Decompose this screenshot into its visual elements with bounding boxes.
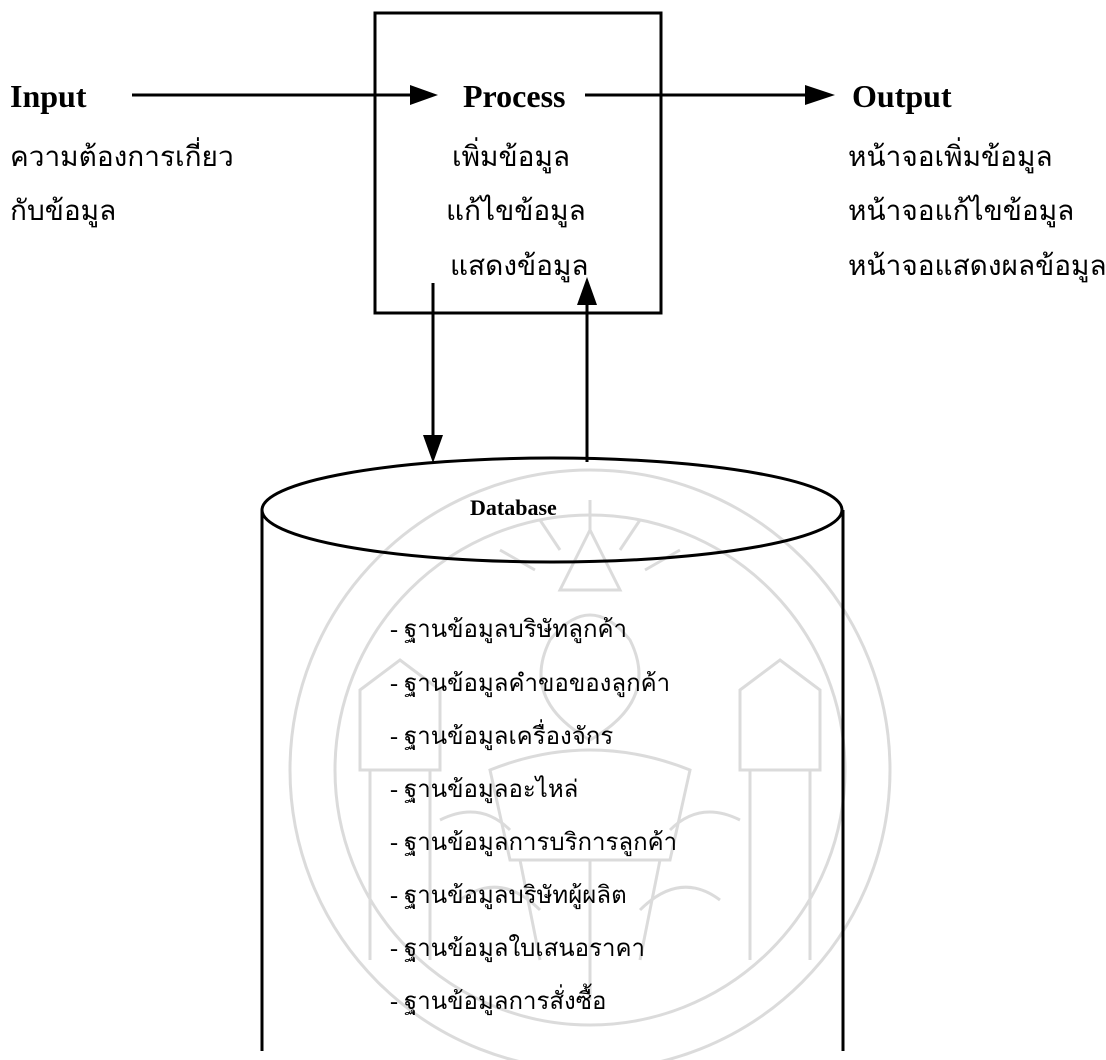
database-item: - ฐานข้อมูลเครื่องจักร (390, 724, 614, 750)
input-line-1: ความต้องการเกี่ยว (10, 142, 234, 173)
database-item: - ฐานข้อมูลใบเสนอราคา (390, 936, 645, 962)
process-to-output-arrow (585, 85, 835, 105)
input-to-process-arrow (132, 85, 438, 105)
process-line-3: แสดงข้อมูล (450, 251, 589, 282)
database-item: - ฐานข้อมูลคำขอของลูกค้า (390, 671, 671, 697)
watermark-seal (288, 468, 892, 1060)
process-to-database-arrow (423, 283, 443, 463)
database-item: - ฐานข้อมูลการบริการลูกค้า (390, 830, 678, 856)
output-line-3: หน้าจอแสดงผลข้อมูล (848, 251, 1106, 282)
process-line-1: เพิ่มข้อมูล (452, 142, 571, 173)
database-title: Database (470, 495, 557, 520)
database-cylinder (260, 456, 845, 1051)
database-item: - ฐานข้อมูลบริษัทลูกค้า (390, 617, 627, 643)
database-item: - ฐานข้อมูลการสั่งซื้อ (390, 989, 607, 1015)
database-item: - ฐานข้อมูลบริษัทผู้ผลิต (390, 883, 627, 909)
database-to-process-arrow (577, 277, 597, 462)
process-box (373, 11, 663, 315)
input-line-2: กับข้อมูล (10, 196, 117, 227)
output-line-1: หน้าจอเพิ่มข้อมูล (848, 142, 1053, 173)
input-title: Input (10, 78, 87, 114)
process-title: Process (463, 78, 566, 114)
process-line-2: แก้ไขข้อมูล (446, 196, 586, 227)
output-title: Output (852, 78, 952, 114)
database-item: - ฐานข้อมูลอะไหล่ (390, 777, 579, 803)
output-line-2: หน้าจอแก้ไขข้อมูล (848, 196, 1075, 227)
